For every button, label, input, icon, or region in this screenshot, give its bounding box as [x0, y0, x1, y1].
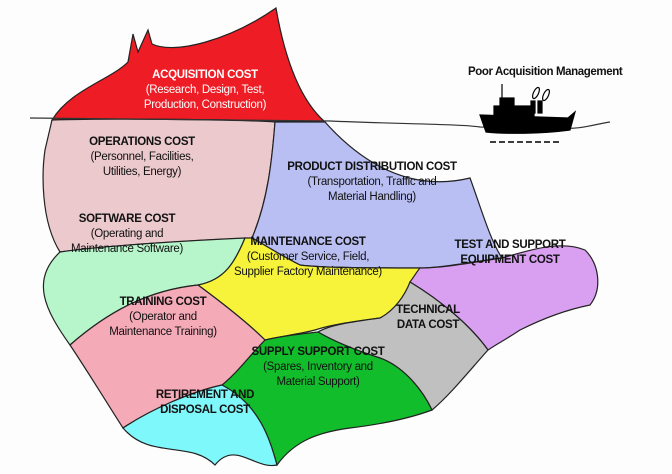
training-label: TRAINING COST (Operator and Maintenance … — [109, 295, 217, 340]
operations-title: OPERATIONS COST — [89, 136, 195, 148]
product-distribution-detail: (Transportation, Traffic and — [307, 176, 437, 188]
ship-label: Poor Acquisition Management — [468, 66, 623, 78]
ship-icon — [479, 84, 577, 143]
region-training — [69, 284, 266, 429]
software-detail: Maintenance Software) — [71, 243, 183, 255]
acquisition-title: ACQUISITION COST — [152, 69, 258, 81]
maintenance-detail: (Customer Service, Field, — [246, 251, 370, 263]
supply-detail: (Spares, Inventory and — [263, 361, 373, 373]
retirement-title: DISPOSAL COST — [160, 404, 250, 416]
product-distribution-label: PRODUCT DISTRIBUTION COST (Transportatio… — [287, 160, 457, 205]
operations-detail: Utilities, Energy) — [102, 166, 182, 178]
maintenance-title: MAINTENANCE COST — [250, 236, 366, 248]
retirement-title: RETIREMENT AND — [155, 389, 255, 401]
product-distribution-detail: Material Handling) — [328, 191, 416, 203]
supply-detail: Material Support) — [276, 376, 360, 388]
operations-detail: (Personnel, Facilities, — [90, 151, 194, 163]
supply-label: SUPPLY SUPPORT COST (Spares, Inventory a… — [252, 345, 385, 390]
technical-label: TECHNICAL DATA COST — [396, 303, 460, 333]
maintenance-label: MAINTENANCE COST (Customer Service, Fiel… — [234, 235, 382, 280]
software-detail: (Operating and — [90, 228, 164, 240]
technical-title: DATA COST — [396, 319, 460, 331]
test-support-label: TEST AND SUPPORT EQUIPMENT COST — [454, 238, 565, 268]
training-title: TRAINING COST — [119, 296, 207, 308]
operations-label: OPERATIONS COST (Personnel, Facilities, … — [89, 135, 195, 180]
acquisition-detail: (Research, Design, Test, — [145, 84, 265, 96]
training-detail: (Operator and — [129, 311, 197, 323]
test-support-title: TEST AND SUPPORT — [454, 239, 566, 251]
region-retirement — [122, 384, 278, 467]
product-distribution-title: PRODUCT DISTRIBUTION COST — [287, 161, 457, 173]
retirement-label: RETIREMENT AND DISPOSAL COST — [155, 388, 255, 418]
training-detail: Maintenance Training) — [109, 326, 217, 338]
test-support-title: EQUIPMENT COST — [460, 254, 560, 266]
acquisition-detail: Production, Construction) — [143, 99, 267, 111]
software-label: SOFTWARE COST (Operating and Maintenance… — [71, 212, 183, 257]
region-test-support — [409, 245, 599, 351]
technical-title: TECHNICAL — [396, 304, 460, 316]
acquisition-label: ACQUISITION COST (Research, Design, Test… — [143, 68, 267, 113]
software-title: SOFTWARE COST — [78, 213, 176, 225]
maintenance-detail: Supplier Factory Maintenance) — [234, 266, 382, 278]
supply-title: SUPPLY SUPPORT COST — [251, 346, 385, 358]
waterline — [29, 117, 611, 129]
